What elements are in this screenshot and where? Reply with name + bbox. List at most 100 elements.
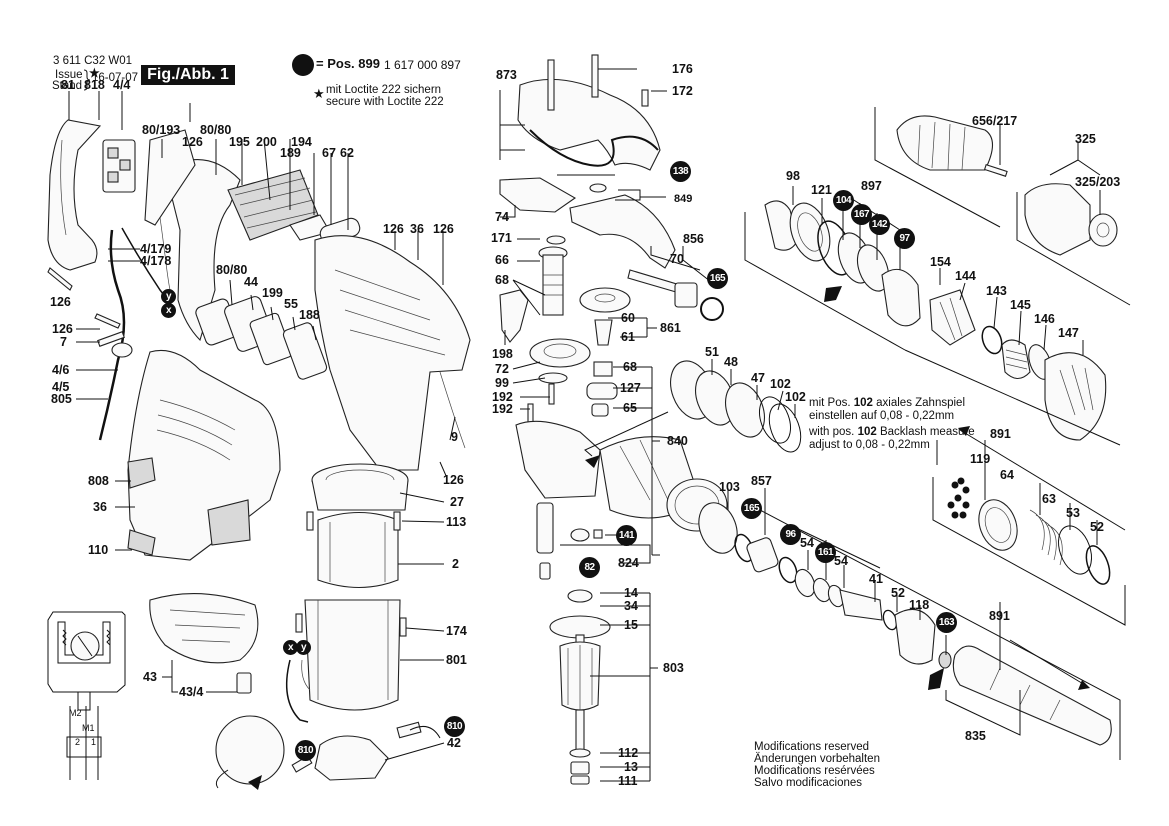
- badge-165[interactable]: 165: [707, 268, 728, 289]
- callout-48[interactable]: 48: [724, 355, 738, 369]
- callout-325[interactable]: 325: [1075, 132, 1096, 146]
- callout-54[interactable]: 54: [834, 554, 848, 568]
- callout-13[interactable]: 13: [624, 760, 638, 774]
- callout-65[interactable]: 65: [623, 401, 637, 415]
- callout-126[interactable]: 126: [443, 473, 464, 487]
- callout-192[interactable]: 192: [492, 390, 513, 404]
- callout-147[interactable]: 147: [1058, 326, 1079, 340]
- callout-145[interactable]: 145: [1010, 298, 1031, 312]
- callout-70[interactable]: 70: [670, 252, 684, 266]
- callout-192[interactable]: 192: [492, 402, 513, 416]
- callout-7[interactable]: 7: [60, 335, 67, 349]
- callout-195[interactable]: 195: [229, 135, 250, 149]
- callout-102[interactable]: 102: [770, 377, 791, 391]
- callout-42[interactable]: 42: [447, 736, 461, 750]
- callout-849[interactable]: 849: [674, 193, 693, 205]
- callout-44[interactable]: 44: [244, 275, 258, 289]
- callout-60[interactable]: 60: [621, 311, 635, 325]
- callout-53[interactable]: 53: [1066, 506, 1080, 520]
- callout-72[interactable]: 72: [495, 362, 509, 376]
- badge-142[interactable]: 142: [869, 214, 890, 235]
- callout-4-179[interactable]: 4/179: [140, 242, 172, 256]
- callout-66[interactable]: 66: [495, 253, 509, 267]
- callout-111[interactable]: 111: [618, 774, 638, 788]
- callout-81[interactable]: 81: [61, 78, 75, 92]
- callout-80-80[interactable]: 80/80: [216, 263, 248, 277]
- badge-810[interactable]: 810: [295, 740, 316, 761]
- callout-112[interactable]: 112: [618, 746, 639, 760]
- callout-805[interactable]: 805: [51, 392, 72, 406]
- callout-99[interactable]: 99: [495, 376, 509, 390]
- callout-143[interactable]: 143: [986, 284, 1007, 298]
- callout-67[interactable]: 67: [322, 146, 336, 160]
- callout-62[interactable]: 62: [340, 146, 354, 160]
- callout-656-217[interactable]: 656/217: [972, 114, 1018, 128]
- callout-4-4[interactable]: 4/4: [113, 78, 131, 92]
- callout-2[interactable]: 2: [452, 557, 459, 571]
- callout-126[interactable]: 126: [50, 295, 71, 309]
- callout-194[interactable]: 194: [291, 135, 312, 149]
- callout-119[interactable]: 119: [970, 452, 991, 466]
- badge-104[interactable]: 104: [833, 190, 854, 211]
- badge-96[interactable]: 96: [780, 524, 801, 545]
- callout-43-4[interactable]: 43/4: [179, 685, 204, 699]
- callout-126[interactable]: 126: [433, 222, 454, 236]
- badge-165[interactable]: 165: [741, 498, 762, 519]
- callout-891[interactable]: 891: [990, 427, 1011, 441]
- callout-857[interactable]: 857: [751, 474, 772, 488]
- callout-154[interactable]: 154: [930, 255, 951, 269]
- callout-4-178[interactable]: 4/178: [140, 254, 172, 268]
- callout-15[interactable]: 15: [624, 618, 638, 632]
- callout-861[interactable]: 861: [660, 321, 681, 335]
- callout-126[interactable]: 126: [182, 135, 203, 149]
- callout-34[interactable]: 34: [624, 599, 638, 613]
- callout-824[interactable]: 824: [618, 556, 639, 570]
- callout-80-80[interactable]: 80/80: [200, 123, 232, 137]
- callout-803[interactable]: 803: [663, 661, 684, 675]
- callout-36[interactable]: 36: [93, 500, 107, 514]
- callout-43[interactable]: 43: [143, 670, 157, 684]
- callout-4-6[interactable]: 4/6: [52, 363, 70, 377]
- callout-103[interactable]: 103: [719, 480, 740, 494]
- callout-27[interactable]: 27: [450, 495, 464, 509]
- callout-55[interactable]: 55: [284, 297, 298, 311]
- callout-200[interactable]: 200: [256, 135, 277, 149]
- callout-176[interactable]: 176: [672, 62, 693, 76]
- callout-64[interactable]: 64: [1000, 468, 1014, 482]
- callout-54[interactable]: 54: [800, 536, 814, 550]
- callout-126[interactable]: 126: [52, 322, 73, 336]
- callout-52[interactable]: 52: [891, 586, 905, 600]
- badge-167[interactable]: 167: [851, 204, 872, 225]
- callout-144[interactable]: 144: [955, 269, 976, 283]
- callout-199[interactable]: 199: [262, 286, 283, 300]
- callout-873[interactable]: 873: [496, 68, 517, 82]
- callout-36[interactable]: 36: [410, 222, 424, 236]
- callout-127[interactable]: 127: [620, 381, 641, 395]
- callout-4-5[interactable]: 4/5: [52, 380, 70, 394]
- callout-68[interactable]: 68: [623, 360, 637, 374]
- badge-163[interactable]: 163: [936, 612, 957, 633]
- callout-897[interactable]: 897: [861, 179, 882, 193]
- callout-121[interactable]: 121: [811, 183, 832, 197]
- callout-14[interactable]: 14: [624, 586, 638, 600]
- callout-110[interactable]: 110: [88, 543, 109, 557]
- callout-198[interactable]: 198: [492, 347, 513, 361]
- callout-172[interactable]: 172: [672, 84, 693, 98]
- callout-856[interactable]: 856: [683, 232, 704, 246]
- callout-51[interactable]: 51: [705, 345, 719, 359]
- callout-9[interactable]: 9: [451, 430, 458, 444]
- callout-146[interactable]: 146: [1034, 312, 1055, 326]
- callout-174[interactable]: 174: [446, 624, 467, 638]
- callout-68[interactable]: 68: [495, 273, 509, 287]
- callout-171[interactable]: 171: [491, 231, 512, 245]
- callout-41[interactable]: 41: [869, 572, 883, 586]
- callout-188[interactable]: 188: [299, 308, 320, 322]
- callout-835[interactable]: 835: [965, 729, 986, 743]
- callout-118[interactable]: 118: [909, 598, 930, 612]
- callout-325-203[interactable]: 325/203: [1075, 175, 1121, 189]
- callout-52[interactable]: 52: [1090, 520, 1104, 534]
- callout-61[interactable]: 61: [621, 330, 635, 344]
- badge-161[interactable]: 161: [815, 542, 836, 563]
- badge-138[interactable]: 138: [670, 161, 691, 182]
- callout-891[interactable]: 891: [989, 609, 1010, 623]
